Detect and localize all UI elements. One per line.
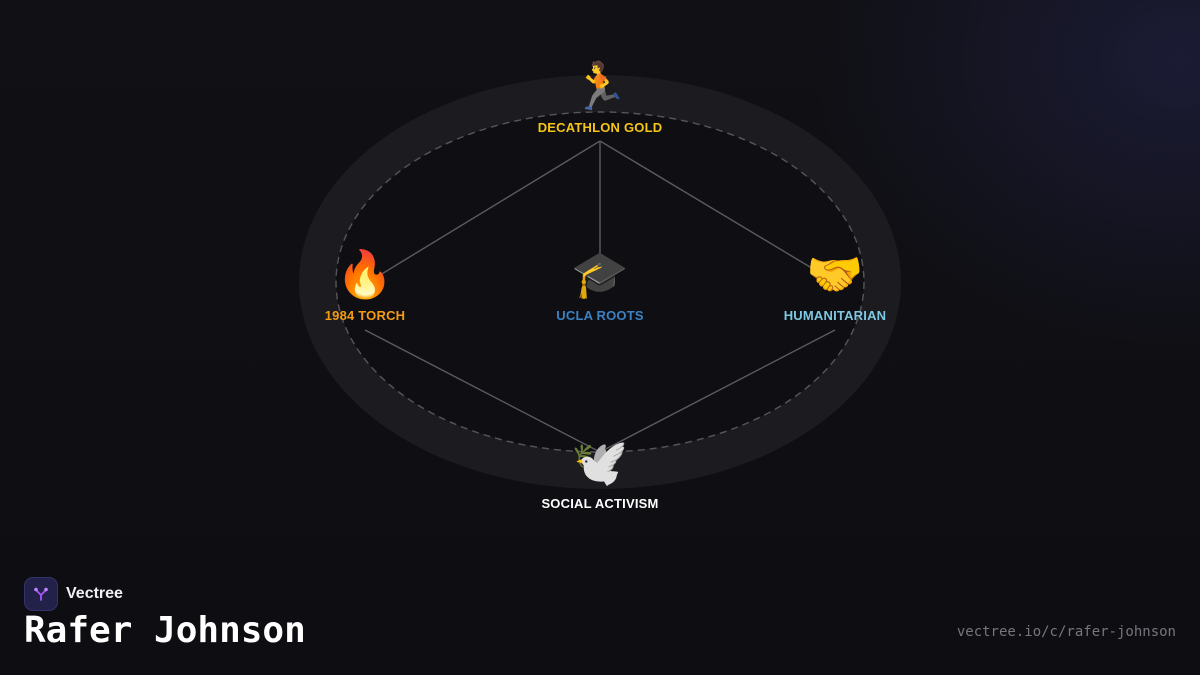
ring-dashed <box>335 111 865 453</box>
fire-icon: 🔥 <box>336 247 394 301</box>
edges-group <box>364 140 836 453</box>
page-url[interactable]: vectree.io/c/rafer-johnson <box>956 624 1176 640</box>
brand-name: Vectree <box>66 585 123 602</box>
dove-icon: 🕊️ <box>571 435 629 489</box>
node-label-humanitarian: HUMANITARIAN <box>783 308 887 323</box>
edge-decathlon-torch <box>379 140 601 276</box>
node-humanitarian[interactable]: 🤝 HUMANITARIAN <box>735 246 935 323</box>
edge-torch-activism <box>364 329 601 453</box>
node-activism[interactable]: 🕊️ SOCIAL ACTIVISM <box>500 434 700 511</box>
ring-inner <box>336 112 864 452</box>
node-label-decathlon: DECATHLON GOLD <box>537 120 663 135</box>
page-title: Rafer Johnson <box>24 610 306 651</box>
runner-icon: 🏃 <box>571 59 629 113</box>
node-decathlon[interactable]: 🏃 DECATHLON GOLD <box>500 58 700 135</box>
edge-humanitarian-activism <box>599 329 836 453</box>
node-label-activism: SOCIAL ACTIVISM <box>541 496 659 511</box>
graduation-cap-icon: 🎓 <box>571 247 629 301</box>
node-ucla[interactable]: 🎓 UCLA ROOTS <box>500 246 700 323</box>
branch-icon <box>24 577 58 611</box>
handshake-icon: 🤝 <box>806 247 864 301</box>
node-label-ucla: UCLA ROOTS <box>556 308 644 323</box>
node-label-torch: 1984 TORCH <box>324 308 406 323</box>
edge-decathlon-humanitarian <box>599 140 816 271</box>
node-torch[interactable]: 🔥 1984 TORCH <box>265 246 465 323</box>
brand[interactable]: Vectree <box>24 577 123 611</box>
